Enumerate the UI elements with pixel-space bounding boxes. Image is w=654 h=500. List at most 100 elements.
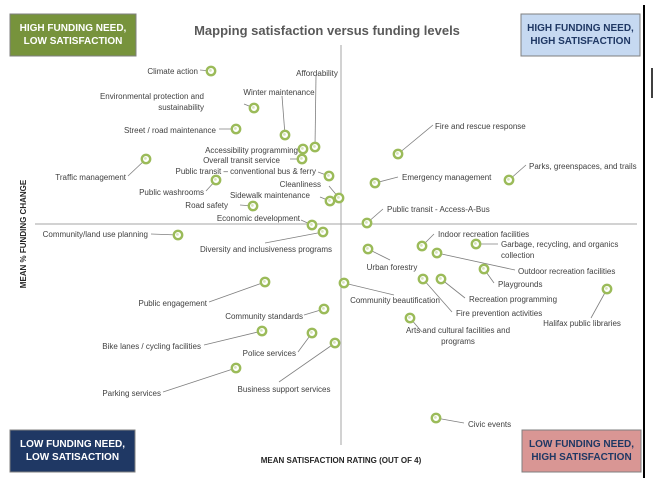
data-point-group: Public engagement [139,276,271,308]
data-point-center [283,133,286,136]
data-label: Public engagement [139,299,208,308]
data-label: Community beautification [350,296,440,305]
quadrant-label: HIGH FUNDING NEED, [20,23,127,34]
data-point-group: Winter maintenance [243,88,315,141]
data-label-line: Road safety [185,201,228,210]
data-label-line: Fire and rescue response [435,122,526,131]
data-label-line: Outdoor recreation facilities [518,267,615,276]
data-point-center [420,244,423,247]
data-point-group: Emergency management [369,173,492,189]
data-point-center [313,145,316,148]
data-label: Police services [243,349,296,358]
data-point-center [474,242,477,245]
data-label-line: programs [441,337,475,346]
data-point-center [251,204,254,207]
data-label: Civic events [468,420,511,429]
data-point-group: Public transit - Access-A-Bus [361,205,490,229]
data-point-group: Fire and rescue response [392,122,526,160]
data-point-group: Parks, greenspaces, and trails [503,162,637,186]
data-point-center [234,126,237,130]
data-label-line: Playgrounds [498,280,542,289]
data-label-line: Public transit - Access-A-Bus [387,205,490,214]
quadrant-box-bottom-right: LOW FUNDING NEED,HIGH SATISFACTION [521,429,642,473]
data-point-group: Halifax public libraries [543,283,621,328]
data-point-center [144,157,147,160]
data-point-center [435,251,438,254]
data-point-group: Outdoor recreation facilities [431,247,615,276]
data-label-line: Public engagement [139,299,208,308]
data-label-line: Overall transit service [203,156,280,165]
data-point-center [434,416,437,419]
data-point-center [365,221,368,224]
data-point-center [327,174,330,177]
data-label-line: Emergency management [402,173,492,182]
data-label-line: Traffic management [55,173,126,182]
quadrant-label: LOW SATISFACTION [24,36,123,47]
data-label-line: Community/land use planning [43,230,148,239]
data-label-line: Accessibility programming [205,146,298,155]
leader-line [208,281,266,303]
data-point-group: Cleanliness [280,180,345,204]
quadrant-box-top-left: HIGH FUNDING NEED, LOW SATISFACTION [9,13,137,57]
data-label-line: Civic events [468,420,511,429]
data-point-center [176,233,179,236]
data-label-line: Affordability [296,69,338,78]
data-point-group: Civic events [430,412,511,429]
data-point-group: Road safety [185,200,259,212]
data-label: Indoor recreation facilities [438,230,529,239]
y-axis-title: MEAN % FUNDING CHANGE [19,179,28,288]
data-label-line: Community beautification [350,296,440,305]
data-label: Road safety [185,201,228,210]
data-label-line: Arts and cultural facilities and [406,326,510,335]
data-label: Traffic management [55,173,126,182]
data-label: Emergency management [402,173,492,182]
quadrant-box-bg [520,13,641,57]
data-label: Public transit – conventional bus & ferr… [175,167,316,176]
leader-line [264,231,324,244]
leader-line [314,75,317,148]
data-label: Public transit - Access-A-Bus [387,205,490,214]
data-label: Recreation programming [469,295,557,304]
data-label-line: Economic development [217,214,301,223]
data-label: Business support services [238,385,331,394]
data-point-center [482,267,485,270]
data-label: Community/land use planning [43,230,148,239]
data-label: Parks, greenspaces, and trails [529,162,637,171]
data-label-line: Public transit – conventional bus & ferr… [175,167,316,176]
data-label: Community standards [225,312,303,321]
data-point-group: Public washrooms [139,174,222,197]
data-label: Affordability [296,69,338,78]
data-point-center [214,178,217,181]
data-label-line: Halifax public libraries [543,319,621,328]
data-point-center [322,307,325,310]
data-label: Fire and rescue response [435,122,526,131]
data-label: Playgrounds [498,280,542,289]
data-point-group: Playgrounds [478,263,542,289]
data-label-line: Diversity and inclusiveness programs [200,245,332,254]
data-point-group: Street / road maintenance [124,123,242,135]
data-label-line: Public washrooms [139,188,204,197]
quadrant-box-bg [9,13,137,57]
data-point-group: Economic development [217,214,318,231]
leader-line [436,252,516,271]
data-label-line: sustainability [158,103,204,112]
quadrant-label: LOW SATISACTION [26,452,119,463]
quadrant-box-top-right: HIGH FUNDING NEED,HIGH SATISFACTION [520,13,641,57]
data-point-center [310,223,313,226]
data-label-line: Business support services [238,385,331,394]
leader-line [281,95,286,136]
quadrant-label: HIGH SATISFACTION [530,36,630,47]
data-label-line: Urban forestry [367,263,418,272]
data-label-line: Fire prevention activities [456,309,542,318]
data-point-group: Indoor recreation facilities [416,230,529,252]
data-point-group: Police services [243,327,318,358]
data-label: Public washrooms [139,188,204,197]
data-label: Climate action [147,67,198,76]
data-point-center [373,181,376,184]
